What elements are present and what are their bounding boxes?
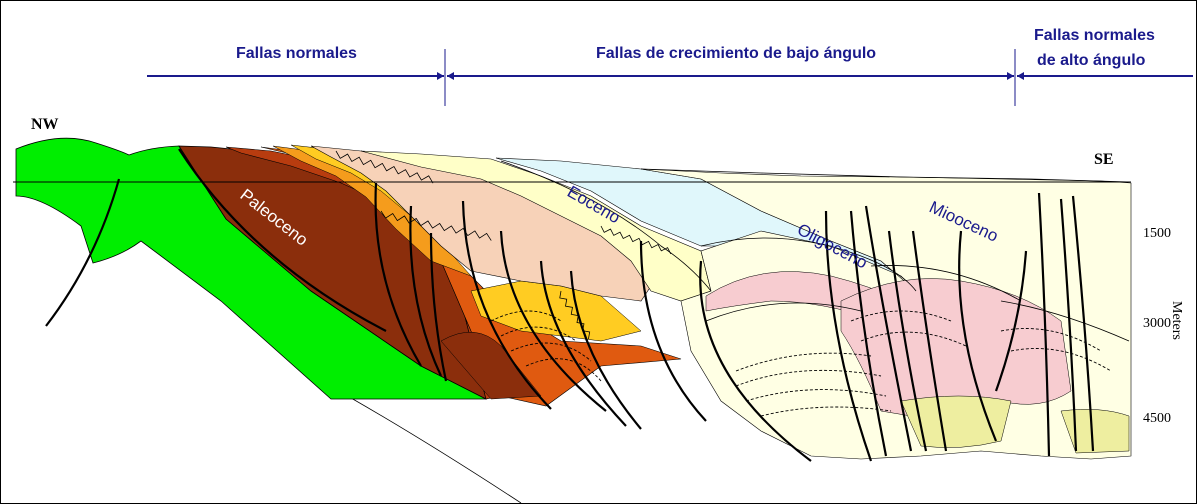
header-arrows [147, 49, 1193, 106]
arrow-head [1007, 72, 1014, 80]
depth-axis-label: Meters [1169, 301, 1184, 340]
strat-line [700, 237, 917, 292]
header-growth-faults: Fallas de crecimiento de bajo ángulo [596, 45, 876, 62]
faults [45, 148, 1095, 462]
direction-nw: NW [31, 116, 59, 133]
arrow-head [447, 72, 454, 80]
miocene-yellow-lens [1060, 409, 1130, 454]
strat-line [705, 302, 862, 322]
dark-rollover [440, 331, 542, 400]
depth-tick-3000: 3000 [1143, 316, 1171, 331]
surface-line [640, 168, 1132, 183]
direction-se: SE [1094, 151, 1114, 168]
header-high-angle-line2: de alto ángulo [1037, 52, 1146, 69]
unconformity [335, 150, 434, 184]
header-normal-faults: Fallas normales [236, 45, 357, 62]
strat-line [870, 265, 1022, 302]
strat-line [500, 160, 712, 292]
strat-line [1000, 300, 1130, 342]
depth-tick-1500: 1500 [1143, 226, 1171, 241]
header-high-angle-line1: Fallas normales [1034, 27, 1155, 44]
arrow-head [437, 72, 444, 80]
arrow-head [1017, 72, 1024, 80]
rollover-horizons [490, 310, 1112, 417]
depth-tick-4500: 4500 [1143, 411, 1171, 426]
unconformity [600, 225, 672, 255]
unconformity [380, 210, 492, 241]
